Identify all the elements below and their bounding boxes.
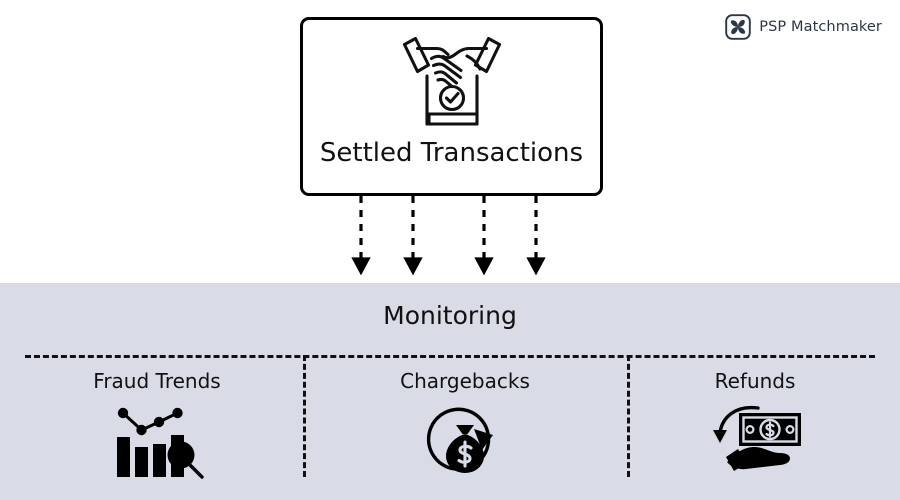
monitoring-section: Monitoring Fraud Trends <box>0 283 900 500</box>
pinwheel-logo-icon <box>725 14 752 40</box>
settled-transactions-card[interactable]: Settled Transactions <box>300 17 603 196</box>
chargebacks-label: Chargebacks <box>400 369 530 393</box>
brand-logo: PSP Matchmaker <box>725 14 882 40</box>
monitoring-divider-horizontal <box>25 355 875 358</box>
bar-line-chart-magnifier-icon <box>102 401 212 483</box>
monitoring-column-refunds[interactable]: Refunds <box>645 369 865 483</box>
fraud-trends-label: Fraud Trends <box>93 369 221 393</box>
refunds-label: Refunds <box>714 369 796 393</box>
monitoring-column-fraud-trends[interactable]: Fraud Trends <box>47 369 267 483</box>
brand-name: PSP Matchmaker <box>759 19 882 35</box>
handshake-over-document-check-icon <box>397 32 507 132</box>
monitoring-divider-vertical-2 <box>627 355 630 477</box>
hand-receiving-banknote-arrow-icon <box>700 401 810 483</box>
settled-transactions-label: Settled Transactions <box>319 138 584 168</box>
money-bag-circular-arrow-icon <box>410 401 520 483</box>
monitoring-title: Monitoring <box>383 301 517 330</box>
monitoring-column-chargebacks[interactable]: Chargebacks <box>355 369 575 483</box>
monitoring-divider-vertical-1 <box>303 355 306 477</box>
